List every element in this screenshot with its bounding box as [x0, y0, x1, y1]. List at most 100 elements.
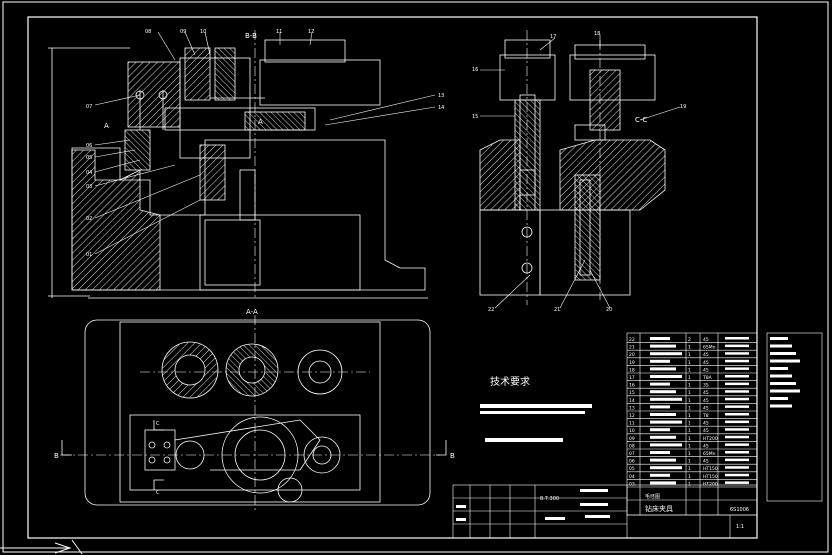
section-c-bottom: C: [156, 490, 160, 496]
title-ratio: 1:1: [736, 524, 744, 530]
parts-cell-qty: 1: [688, 352, 691, 358]
parts-std-glyph: [725, 375, 749, 378]
parts-cell-no: 11: [629, 421, 635, 427]
parts-cell-qty: 1: [688, 345, 691, 351]
section-labels: B-B A-A C-C A A B B C C: [54, 32, 647, 496]
parts-cell-no: 04: [629, 474, 635, 480]
parts-cell-mat: 45: [703, 337, 709, 343]
parts-cell-no: 22: [629, 337, 635, 343]
side-view: [479, 30, 666, 305]
balloon-14: 14: [438, 105, 444, 111]
balloon-01: 01: [86, 252, 92, 258]
section-a-right: A: [258, 118, 263, 126]
side-note-glyph: [770, 359, 800, 363]
parts-name-glyph: [650, 359, 670, 363]
parts-cell-mat: T8A: [702, 375, 713, 381]
parts-cell-mat: 45: [703, 360, 709, 366]
balloon-15: 15: [472, 114, 478, 120]
parts-cell-no: 10: [629, 428, 635, 434]
balloon-10: 10: [200, 29, 206, 35]
parts-cell-qty: 1: [688, 360, 691, 366]
parts-std-glyph: [725, 458, 749, 462]
parts-name-glyph: [650, 375, 682, 378]
parts-name-glyph: [650, 337, 670, 340]
title-mid-code: 8.7.300: [540, 496, 559, 502]
balloon-05: 05: [86, 155, 92, 161]
parts-cell-qty: 1: [688, 390, 691, 396]
parts-cell-qty: 1: [688, 383, 691, 389]
parts-cell-qty: 1: [688, 405, 691, 411]
balloon-06: 06: [86, 143, 92, 149]
tech-requirements: 技术要求: [480, 375, 592, 442]
parts-name-glyph: [650, 352, 682, 356]
section-b-left: B: [54, 452, 59, 460]
balloons: 08 09 10 11 12 13 14 07 06 05 04 03 02 0…: [86, 29, 686, 313]
parts-cell-mat: 45: [703, 459, 709, 465]
parts-name-glyph: [650, 428, 670, 432]
parts-cell-no: 09: [629, 436, 635, 442]
tech-title: 技术要求: [490, 375, 530, 388]
parts-cell-qty: 1: [688, 436, 691, 442]
parts-cell-mat: 65Mn: [703, 345, 716, 351]
parts-std-glyph: [725, 413, 749, 416]
balloon-22: 22: [488, 307, 494, 313]
parts-cell-mat: 45: [703, 398, 709, 404]
parts-std-glyph: [725, 435, 749, 439]
parts-cell-no: 08: [629, 443, 635, 449]
parts-name-glyph: [650, 390, 676, 394]
parts-name-glyph: [650, 443, 682, 447]
title-part-code: 6S1006: [730, 507, 749, 513]
side-note-glyph: [770, 404, 792, 408]
parts-cell-qty: 1: [688, 481, 691, 487]
parts-name-glyph: [650, 451, 670, 454]
parts-cell-qty: 1: [688, 428, 691, 434]
parts-cell-no: 17: [629, 375, 635, 381]
parts-cell-no: 16: [629, 383, 635, 389]
parts-name-glyph: [650, 413, 676, 416]
balloon-02: 02: [86, 216, 92, 222]
parts-cell-qty: 1: [688, 451, 691, 457]
parts-cell-no: 03: [629, 481, 635, 487]
frame-arrow: [0, 539, 83, 555]
parts-cell-qty: 1: [688, 413, 691, 419]
section-cc-label: C-C: [635, 116, 647, 124]
parts-cell-mat: HT150: [703, 474, 718, 480]
parts-std-glyph: [725, 337, 749, 340]
parts-cell-mat: 35: [703, 383, 709, 389]
side-note-glyph: [770, 337, 788, 340]
parts-name-glyph: [650, 481, 676, 485]
parts-std-glyph: [725, 405, 749, 408]
front-view: [48, 30, 428, 300]
parts-cell-mat: 45: [703, 390, 709, 396]
section-bb-label: B-B: [245, 32, 257, 40]
balloon-09: 09: [180, 29, 186, 35]
side-note-glyph: [770, 367, 788, 370]
parts-cell-mat: 65Mn: [703, 451, 716, 457]
parts-std-glyph: [725, 397, 749, 401]
parts-std-glyph: [725, 451, 749, 454]
parts-cell-mat: HT200: [703, 436, 718, 442]
leader-lines: [94, 31, 681, 309]
balloon-16: 16: [472, 67, 478, 73]
balloon-11: 11: [276, 29, 282, 35]
parts-cell-no: 19: [629, 360, 635, 366]
parts-cell-qty: 1: [688, 459, 691, 465]
parts-cell-qty: 1: [688, 367, 691, 373]
parts-name-glyph: [650, 367, 676, 371]
parts-std-glyph: [725, 481, 749, 484]
parts-cell-no: 21: [629, 345, 635, 351]
parts-std-glyph: [725, 359, 749, 363]
parts-std-glyph: [725, 367, 749, 370]
balloon-17: 17: [550, 34, 556, 40]
parts-cell-mat: 45: [703, 352, 709, 358]
parts-std-glyph: [725, 473, 749, 477]
balloon-08: 08: [145, 29, 151, 35]
parts-cell-no: 14: [629, 398, 635, 404]
balloon-19: 19: [680, 104, 686, 110]
parts-cell-qty: 2: [688, 337, 691, 343]
parts-cell-mat: HT150: [703, 466, 718, 472]
parts-name-glyph: [650, 344, 676, 348]
parts-cell-qty: 1: [688, 466, 691, 472]
